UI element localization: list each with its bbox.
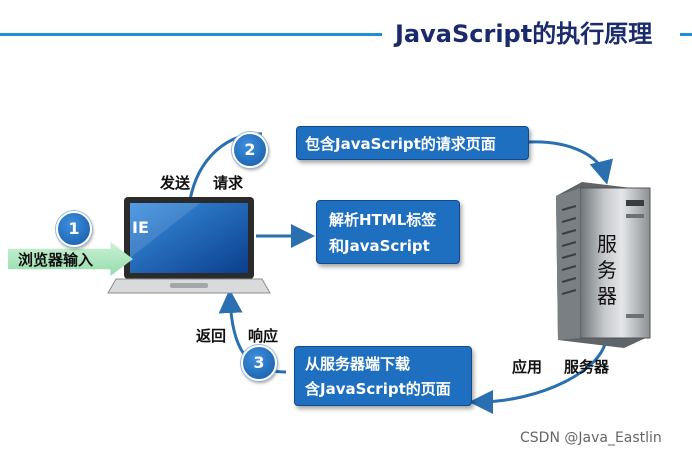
request-page-box: 包含JavaScript的请求页面 [296, 126, 529, 160]
laptop-screen-text: IE [132, 218, 149, 237]
download-box-line-2: 含JavaScript的页面 [305, 380, 451, 398]
server-label-char-2: 务 [597, 258, 617, 282]
response-label: 响应 [248, 327, 279, 345]
title-rule-left [0, 33, 382, 36]
return-label: 返回 [196, 327, 227, 345]
server-caption-app: 应用 [512, 358, 543, 376]
step-badge-3: 3 [241, 345, 277, 381]
request-label: 请求 [213, 174, 244, 192]
arrow-server-to-response [469, 337, 608, 414]
step-badge-2: 2 [232, 132, 268, 168]
parse-box-line-1: 解析HTML标签 [329, 211, 437, 229]
arrow-request-to-server [527, 140, 613, 185]
laptop-icon [107, 197, 271, 294]
parse-box: 解析HTML标签 和JavaScript [316, 200, 460, 264]
step-badge-1: 1 [56, 211, 92, 247]
request-page-box-text: 包含JavaScript的请求页面 [305, 135, 496, 153]
download-page-box: 从服务器端下载 含JavaScript的页面 [294, 346, 472, 406]
server-label-char-1: 服 [597, 232, 617, 256]
parse-box-line-2: 和JavaScript [329, 237, 430, 255]
watermark: CSDN @Java_Eastlin [520, 430, 662, 446]
title-rule-right [680, 33, 692, 36]
download-box-line-1: 从服务器端下载 [305, 355, 411, 373]
page-title: JavaScript的执行原理 [395, 20, 653, 48]
server-caption-server: 服务器 [564, 358, 610, 376]
browser-input-label: 浏览器输入 [18, 251, 94, 269]
send-label: 发送 [160, 174, 191, 192]
server-icon [556, 182, 651, 348]
server-label-char-3: 器 [597, 284, 617, 308]
